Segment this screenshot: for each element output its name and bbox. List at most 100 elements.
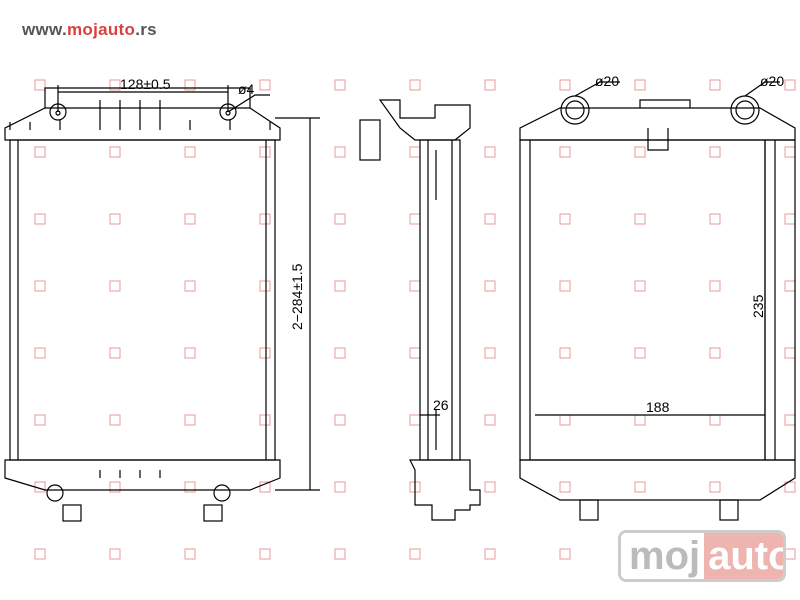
watermark-mark (184, 280, 196, 292)
watermark-mark (709, 347, 721, 359)
watermark-mark (709, 213, 721, 225)
watermark-mark (34, 146, 46, 158)
watermark-mark (784, 213, 796, 225)
watermark-mark (409, 146, 421, 158)
watermark-mark (559, 280, 571, 292)
watermark-mark (634, 414, 646, 426)
watermark-mark (334, 548, 346, 560)
watermark-mark (709, 146, 721, 158)
watermark-mark (559, 146, 571, 158)
watermark-mark (259, 481, 271, 493)
side-view (359, 99, 481, 521)
watermark-mark (34, 414, 46, 426)
watermark-mark (109, 213, 121, 225)
watermark-mark (409, 213, 421, 225)
watermark-mark (334, 280, 346, 292)
watermark-mark (109, 79, 121, 91)
front-hole-label: ø4 (238, 81, 255, 97)
rear-height-label: 235 (750, 294, 766, 318)
watermark-mark (334, 79, 346, 91)
watermark-mark (184, 213, 196, 225)
watermark-mark (334, 146, 346, 158)
front-height-label: 2−284±1.5 (289, 263, 305, 330)
watermark-mark (484, 481, 496, 493)
watermark-mark (109, 548, 121, 560)
watermark-mark (109, 347, 121, 359)
rear-pipe-right-label: ø20 (760, 73, 784, 89)
watermark-mark (34, 548, 46, 560)
watermark-mark (409, 548, 421, 560)
watermark-mark (334, 213, 346, 225)
watermark-mark (709, 481, 721, 493)
watermark-mark (259, 548, 271, 560)
front-width-label: 128±0.5 (120, 76, 171, 92)
watermark-mark (784, 280, 796, 292)
url-prefix: www. (22, 20, 67, 39)
watermark-mark (259, 213, 271, 225)
watermark-mark (34, 347, 46, 359)
watermark-mark (634, 213, 646, 225)
watermark-mark (184, 548, 196, 560)
watermark-mark (334, 414, 346, 426)
watermark-mark (709, 280, 721, 292)
watermark-mark (709, 414, 721, 426)
watermark-mark (559, 213, 571, 225)
watermark-mark (784, 548, 796, 560)
watermark-mark (784, 146, 796, 158)
watermark-mark (259, 146, 271, 158)
watermark-mark (559, 414, 571, 426)
watermark-mark (184, 146, 196, 158)
watermark-mark (784, 79, 796, 91)
url-brand: mojauto (66, 20, 136, 39)
watermark-mark (109, 414, 121, 426)
watermark-mark (484, 347, 496, 359)
watermark-mark (634, 280, 646, 292)
watermark-mark (409, 280, 421, 292)
watermark-mark (559, 481, 571, 493)
watermark-mark (634, 146, 646, 158)
watermark-mark (184, 414, 196, 426)
watermark-mark (484, 146, 496, 158)
watermark-mark (634, 481, 646, 493)
watermark-mark (109, 280, 121, 292)
logo-part2: auto (704, 533, 783, 579)
watermark-mark (334, 481, 346, 493)
watermark-mark (259, 414, 271, 426)
watermark-mark (109, 146, 121, 158)
watermark-mark (559, 79, 571, 91)
watermark-mark (259, 347, 271, 359)
watermark-mark (559, 548, 571, 560)
watermark-mark (409, 347, 421, 359)
front-view (4, 85, 320, 522)
rear-pipe-left-label: ø20 (595, 73, 619, 89)
logo-part1: moj (621, 533, 705, 579)
watermark-mark (484, 548, 496, 560)
site-url[interactable]: www.mojauto.rs (22, 20, 157, 40)
rear-view (519, 81, 796, 521)
watermark-mark (784, 481, 796, 493)
watermark-mark (484, 414, 496, 426)
watermark-mark (409, 79, 421, 91)
watermark-mark (484, 79, 496, 91)
watermark-mark (34, 213, 46, 225)
watermark-mark (484, 280, 496, 292)
watermark-mark (334, 347, 346, 359)
watermark-mark (634, 79, 646, 91)
watermark-mark (259, 79, 271, 91)
watermark-mark (184, 347, 196, 359)
watermark-mark (109, 481, 121, 493)
watermark-mark (709, 79, 721, 91)
watermark-mark (784, 414, 796, 426)
url-suffix: .rs (135, 20, 157, 39)
watermark-mark (34, 79, 46, 91)
watermark-mark (184, 481, 196, 493)
watermark-mark (184, 79, 196, 91)
watermark-mark (484, 213, 496, 225)
watermark-mark (34, 280, 46, 292)
watermark-mark (259, 280, 271, 292)
rear-width-label: 188 (646, 399, 670, 415)
watermark-mark (784, 347, 796, 359)
